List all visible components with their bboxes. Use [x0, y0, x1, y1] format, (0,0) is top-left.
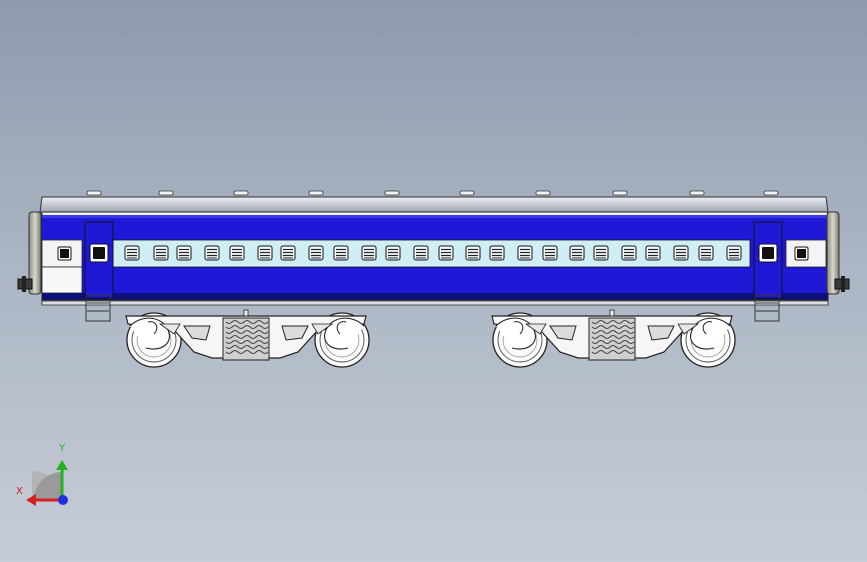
coordinate-triad	[26, 460, 68, 506]
bogie-front[interactable]	[126, 310, 369, 367]
end-cap-right	[826, 211, 840, 295]
coach-roof[interactable]	[39, 196, 829, 213]
z-axis-dot	[58, 495, 68, 505]
roof-vents	[86, 190, 779, 196]
bogie-rear[interactable]	[492, 310, 735, 367]
coach-body[interactable]	[41, 211, 829, 306]
door-front[interactable]	[84, 221, 114, 299]
end-windows	[57, 246, 809, 261]
y-axis-label: Y	[59, 443, 66, 454]
x-axis-label: X	[16, 486, 23, 497]
coupler-right	[834, 276, 850, 292]
coupler-left	[17, 276, 33, 292]
end-cap-left	[28, 211, 42, 295]
door-rear[interactable]	[753, 221, 783, 299]
